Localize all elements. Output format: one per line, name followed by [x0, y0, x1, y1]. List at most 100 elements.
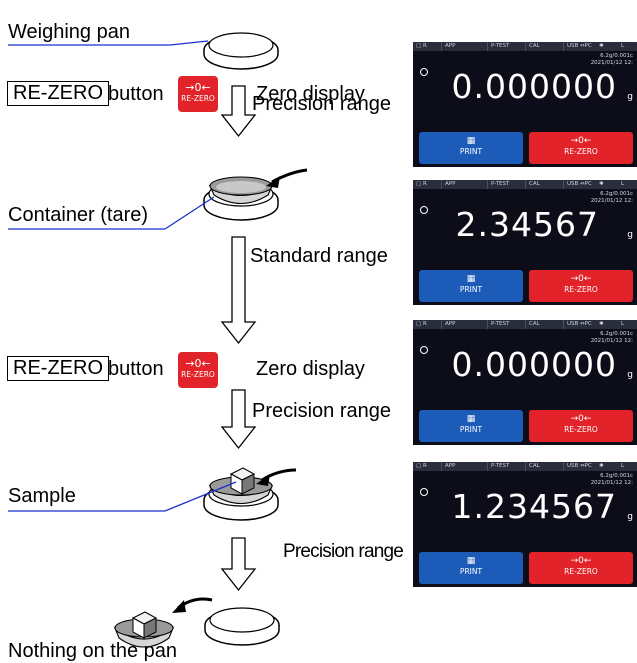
stable-indicator-icon [420, 206, 428, 214]
status-cal: CAL [525, 42, 540, 51]
info-line1: 6.2g/0.001c [600, 473, 633, 479]
weight-value: 2.34567 [455, 205, 599, 244]
stable-indicator-icon [420, 488, 428, 496]
removed-container-icon [113, 611, 175, 648]
nothing-on-pan-label: Nothing on the pan [8, 640, 178, 662]
rezero-button[interactable]: →0← RE-ZERO [529, 270, 633, 302]
weight-value: 0.000000 [451, 67, 617, 106]
status-last: L [621, 43, 625, 49]
rezero-key-arrow-2: →0← [185, 357, 211, 370]
print-button[interactable]: ▦ PRINT [419, 270, 523, 302]
zero-display-label-1: Zero display [256, 83, 365, 105]
printer-icon: ▦ [466, 414, 476, 424]
status-bar: ▢ R APP P-TEST CAL USB ⇔PC ✱ L [413, 462, 637, 471]
print-button[interactable]: ▦ PRINT [419, 410, 523, 442]
info-line2: 2021/01/12 12: [590, 59, 633, 66]
status-conn: USB ⇔PC [563, 180, 592, 189]
rezero-button[interactable]: →0← RE-ZERO [529, 132, 633, 164]
down-arrow-4 [220, 537, 257, 592]
balance-screen-1: ▢ R APP P-TEST CAL USB ⇔PC ✱ L 6.2g/0.00… [413, 42, 637, 167]
rezero-button-label-1: RE-ZERO [7, 81, 109, 106]
status-b1: ▢ R [416, 463, 427, 469]
zero-arrows-icon: →0← [570, 274, 592, 284]
weight-unit: g [627, 512, 633, 522]
empty-pan-icon [204, 607, 280, 646]
rezero-button-label: RE-ZERO [564, 285, 598, 294]
leader-line-sample-2 [164, 481, 237, 512]
button-word-2: button [108, 358, 164, 380]
status-last: L [621, 463, 625, 469]
pan-with-container-icon [203, 176, 279, 221]
rezero-button[interactable]: →0← RE-ZERO [529, 552, 633, 584]
info-text: 6.2g/0.001c 2021/01/12 12: [591, 331, 633, 344]
print-button[interactable]: ▦ PRINT [419, 552, 523, 584]
status-app: APP [441, 42, 455, 51]
status-bar: ▢ R APP P-TEST CAL USB ⇔PC ✱ L [413, 180, 637, 189]
info-line1: 6.2g/0.001c [600, 53, 633, 59]
status-cal: CAL [525, 462, 540, 471]
status-app: APP [441, 180, 455, 189]
standard-range-label: Standard range [250, 245, 388, 267]
rezero-key-icon-1: →0← RE-ZERO [178, 76, 218, 112]
zero-arrows-icon: →0← [570, 136, 592, 146]
printer-icon: ▦ [466, 136, 476, 146]
rezero-button-label-2: RE-ZERO [7, 356, 109, 381]
status-last: L [621, 321, 625, 327]
status-b1: ▢ R [416, 321, 427, 327]
weight-unit: g [627, 230, 633, 240]
container-tare-label: Container (tare) [8, 204, 149, 226]
weighing-pan-icon [203, 32, 279, 70]
print-button-label: PRINT [459, 567, 483, 576]
status-bar: ▢ R APP P-TEST CAL USB ⇔PC ✱ L [413, 42, 637, 51]
print-button-label: PRINT [459, 425, 483, 434]
leader-line-pan-2 [169, 40, 209, 46]
status-app: APP [441, 320, 455, 329]
info-line1: 6.2g/0.001c [600, 191, 633, 197]
status-cal: CAL [525, 320, 540, 329]
sample-label: Sample [8, 485, 76, 507]
precision-range-label-2: Precision range [252, 400, 391, 422]
down-arrow-2 [220, 236, 257, 345]
stable-indicator-icon [420, 346, 428, 354]
rezero-key-text-1: RE-ZERO [181, 94, 215, 103]
rezero-key-icon-2: →0← RE-ZERO [178, 352, 218, 388]
rezero-button-label: RE-ZERO [564, 147, 598, 156]
info-text: 6.2g/0.001c 2021/01/12 12: [591, 53, 633, 66]
printer-icon: ▦ [466, 274, 476, 284]
status-app: APP [441, 462, 455, 471]
balance-screen-2: ▢ R APP P-TEST CAL USB ⇔PC ✱ L 6.2g/0.00… [413, 180, 637, 305]
down-arrow-1 [220, 85, 257, 138]
info-line1: 6.2g/0.001c [600, 331, 633, 337]
curved-arrow-3-head [172, 600, 186, 613]
precision-range-label-3: Precision range [283, 541, 404, 562]
print-button-label: PRINT [459, 285, 483, 294]
zero-arrows-icon: →0← [570, 556, 592, 566]
print-button-label: PRINT [459, 147, 483, 156]
bluetooth-icon: ✱ [599, 463, 604, 469]
status-ptest: P-TEST [487, 180, 509, 189]
status-conn: USB ⇔PC [563, 42, 592, 51]
print-button[interactable]: ▦ PRINT [419, 132, 523, 164]
leader-line-container-2 [164, 196, 215, 230]
status-conn: USB ⇔PC [563, 320, 592, 329]
zero-arrows-icon: →0← [570, 414, 592, 424]
status-ptest: P-TEST [487, 462, 509, 471]
balance-screen-4: ▢ R APP P-TEST CAL USB ⇔PC ✱ L 6.2g/0.00… [413, 462, 637, 587]
weight-value: 1.234567 [451, 487, 617, 526]
status-conn: USB ⇔PC [563, 462, 592, 471]
bluetooth-icon: ✱ [599, 321, 604, 327]
zero-display-label-2: Zero display [256, 358, 365, 380]
status-cal: CAL [525, 180, 540, 189]
info-line2: 2021/01/12 12: [590, 479, 633, 486]
weight-unit: g [627, 370, 633, 380]
info-text: 6.2g/0.001c 2021/01/12 12: [591, 473, 633, 486]
status-ptest: P-TEST [487, 320, 509, 329]
precision-range-label-1: Precision range [252, 93, 391, 115]
rezero-button[interactable]: →0← RE-ZERO [529, 410, 633, 442]
rezero-button-label: RE-ZERO [564, 425, 598, 434]
stable-indicator-icon [420, 68, 428, 76]
rezero-key-arrow-1: →0← [185, 81, 211, 94]
weight-unit: g [627, 92, 633, 102]
button-word-1: button [108, 83, 164, 105]
